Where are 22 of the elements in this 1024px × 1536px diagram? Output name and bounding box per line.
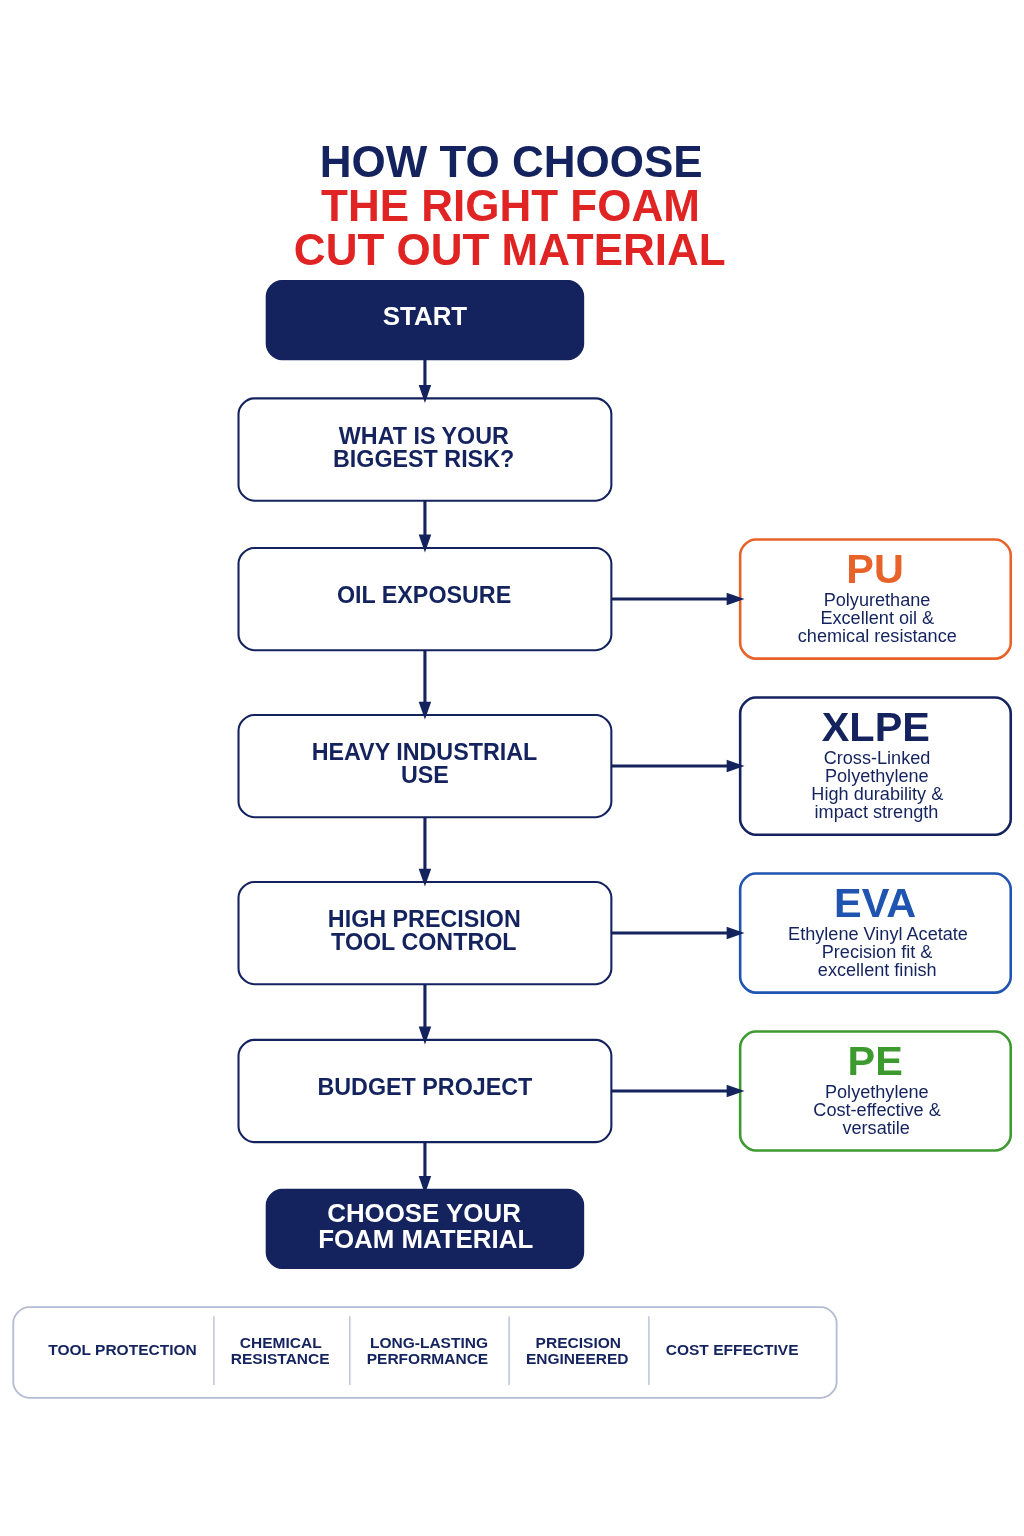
node-box: EVA Ethylene Vinyl Acetate Precision fit & excellent finish: [738, 872, 1013, 994]
arrow: [418, 359, 432, 403]
node-box: TOOL PROTECTION CHEMICAL RESISTANCE LONG-LASTING PERFORMANCE PRECISION ENGINEERED COST EFFECTIVE: [12, 1306, 838, 1399]
node-box: XLPE Cross-Linked Polyethylene High durability & impact strength: [738, 696, 1013, 836]
node-box: BUDGET PROJECT: [237, 1038, 613, 1144]
node-box: OIL EXPOSURE: [237, 546, 613, 652]
arrow: [418, 984, 432, 1045]
diagram-title: HOW TO CHOOSE THE RIGHT FOAM CUT OUT MATERIAL: [293, 137, 726, 275]
node-box: PE Polyethylene Cost-effective & versatile: [738, 1030, 1013, 1152]
node-box: HIGH PRECISION TOOL CONTROL: [237, 880, 613, 986]
node-box: PU Polyurethane Excellent oil & chemical resistance: [738, 538, 1013, 660]
node-box: HEAVY INDUSTRIAL USE: [237, 713, 613, 819]
arrow: [611, 592, 745, 606]
arrow: [611, 759, 745, 773]
arrow: [611, 926, 745, 940]
arrow: [418, 817, 432, 887]
arrow: [418, 650, 432, 720]
arrow: [611, 1084, 745, 1098]
node-box: START: [265, 279, 585, 361]
node-box: CHOOSE YOUR FOAM MATERIAL: [265, 1188, 585, 1269]
node-box: WHAT IS YOUR BIGGEST RISK?: [237, 397, 613, 502]
arrow: [418, 501, 432, 553]
